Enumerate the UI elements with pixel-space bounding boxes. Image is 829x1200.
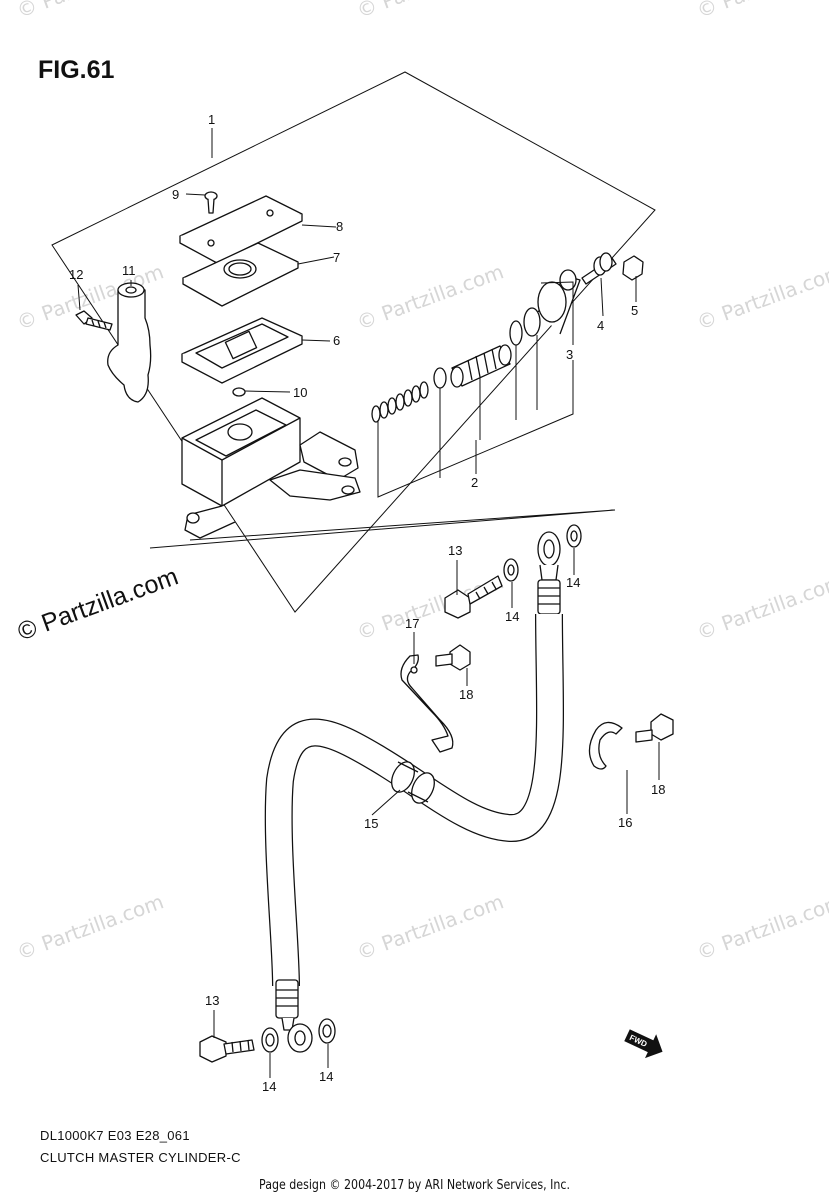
callout-5: 5 [631,303,638,318]
watermark: © Partzilla.com [694,0,829,23]
washer-14 [261,1027,279,1053]
callout-1: 1 [208,112,215,127]
callout-7: 7 [333,250,340,265]
bolt-18-b [635,713,674,743]
watermark: © Partzilla.com [14,0,167,23]
callout-14: 14 [262,1079,276,1094]
callout-18: 18 [459,687,473,702]
callout-16: 16 [618,815,632,830]
callout-13: 13 [448,543,462,558]
callout-12: 12 [69,267,83,282]
washer-14 [566,524,582,548]
callout-13: 13 [205,993,219,1008]
callout-14: 14 [319,1069,333,1084]
diaphragm-6 [181,317,303,384]
watermark: © Partzilla.com [694,569,829,644]
banjo-fitting-lower [275,979,313,1053]
callout-4: 4 [597,318,604,333]
leader-lines [77,193,660,1078]
watermark: © Partzilla.com [14,889,167,964]
nut-5 [622,255,644,281]
figure-title: FIG.61 [38,56,115,84]
watermark: © Partzilla.com [694,889,829,964]
assembly-fold-line [149,509,616,549]
watermark: © Partzilla.com [354,569,507,644]
watermark-layer: © Partzilla.com © Partzilla.com © Partzi… [14,0,829,965]
watermark: © Partzilla.com [354,889,507,964]
piston [450,344,512,388]
callout-6: 6 [333,333,340,348]
master-cylinder-body [181,397,361,539]
callout-15: 15 [364,816,378,831]
clamp-bracket-17 [400,654,454,753]
callout-17: 17 [405,616,419,631]
watermark: © Partzilla.com [354,0,507,23]
bolt-12 [75,310,113,331]
callout-8: 8 [336,219,343,234]
washer-14 [318,1018,336,1044]
fwd-arrow-icon: FWD [624,1029,663,1059]
clutch-hose-15 [264,613,565,987]
hose-sleeve [391,761,435,804]
push-rod-4 [581,252,617,285]
cup-seal [433,367,447,389]
hose-clip-16 [588,721,623,770]
washer-14 [503,558,519,582]
callout-3: 3 [566,347,573,362]
page-footer: Page design © 2004-2017 by ARI Network S… [259,1178,570,1193]
diagram-caption: CLUTCH MASTER CYLINDER-C [40,1150,241,1165]
callout-2: 2 [471,475,478,490]
callout-9: 9 [172,187,179,202]
reservoir-cap-8 [179,195,303,264]
callout-labels: 1 2 3 4 5 6 7 8 9 10 11 12 13 14 14 15 1… [69,112,665,1094]
callout-10: 10 [293,385,307,400]
clamp-11 [107,282,152,403]
watermark: © Partzilla.com [694,259,829,334]
callout-18: 18 [651,782,665,797]
callout-14: 14 [566,575,580,590]
model-code: DL1000K7 E03 E28_061 [40,1128,190,1143]
circlip [509,320,523,346]
diaphragm-plate-7 [182,242,299,307]
ring-10 [232,387,246,397]
callout-11: 11 [122,263,136,278]
screw-9 [204,191,218,214]
dust-boot-3 [523,269,581,337]
banjo-fitting-upper [537,531,561,615]
bolt-18-a [435,644,471,671]
callout-14: 14 [505,609,519,624]
watermark: © Partzilla.com [354,259,507,334]
banjo-bolt-13-lower [199,1035,255,1063]
banjo-bolt-13-upper [444,575,503,619]
return-spring [371,381,429,423]
